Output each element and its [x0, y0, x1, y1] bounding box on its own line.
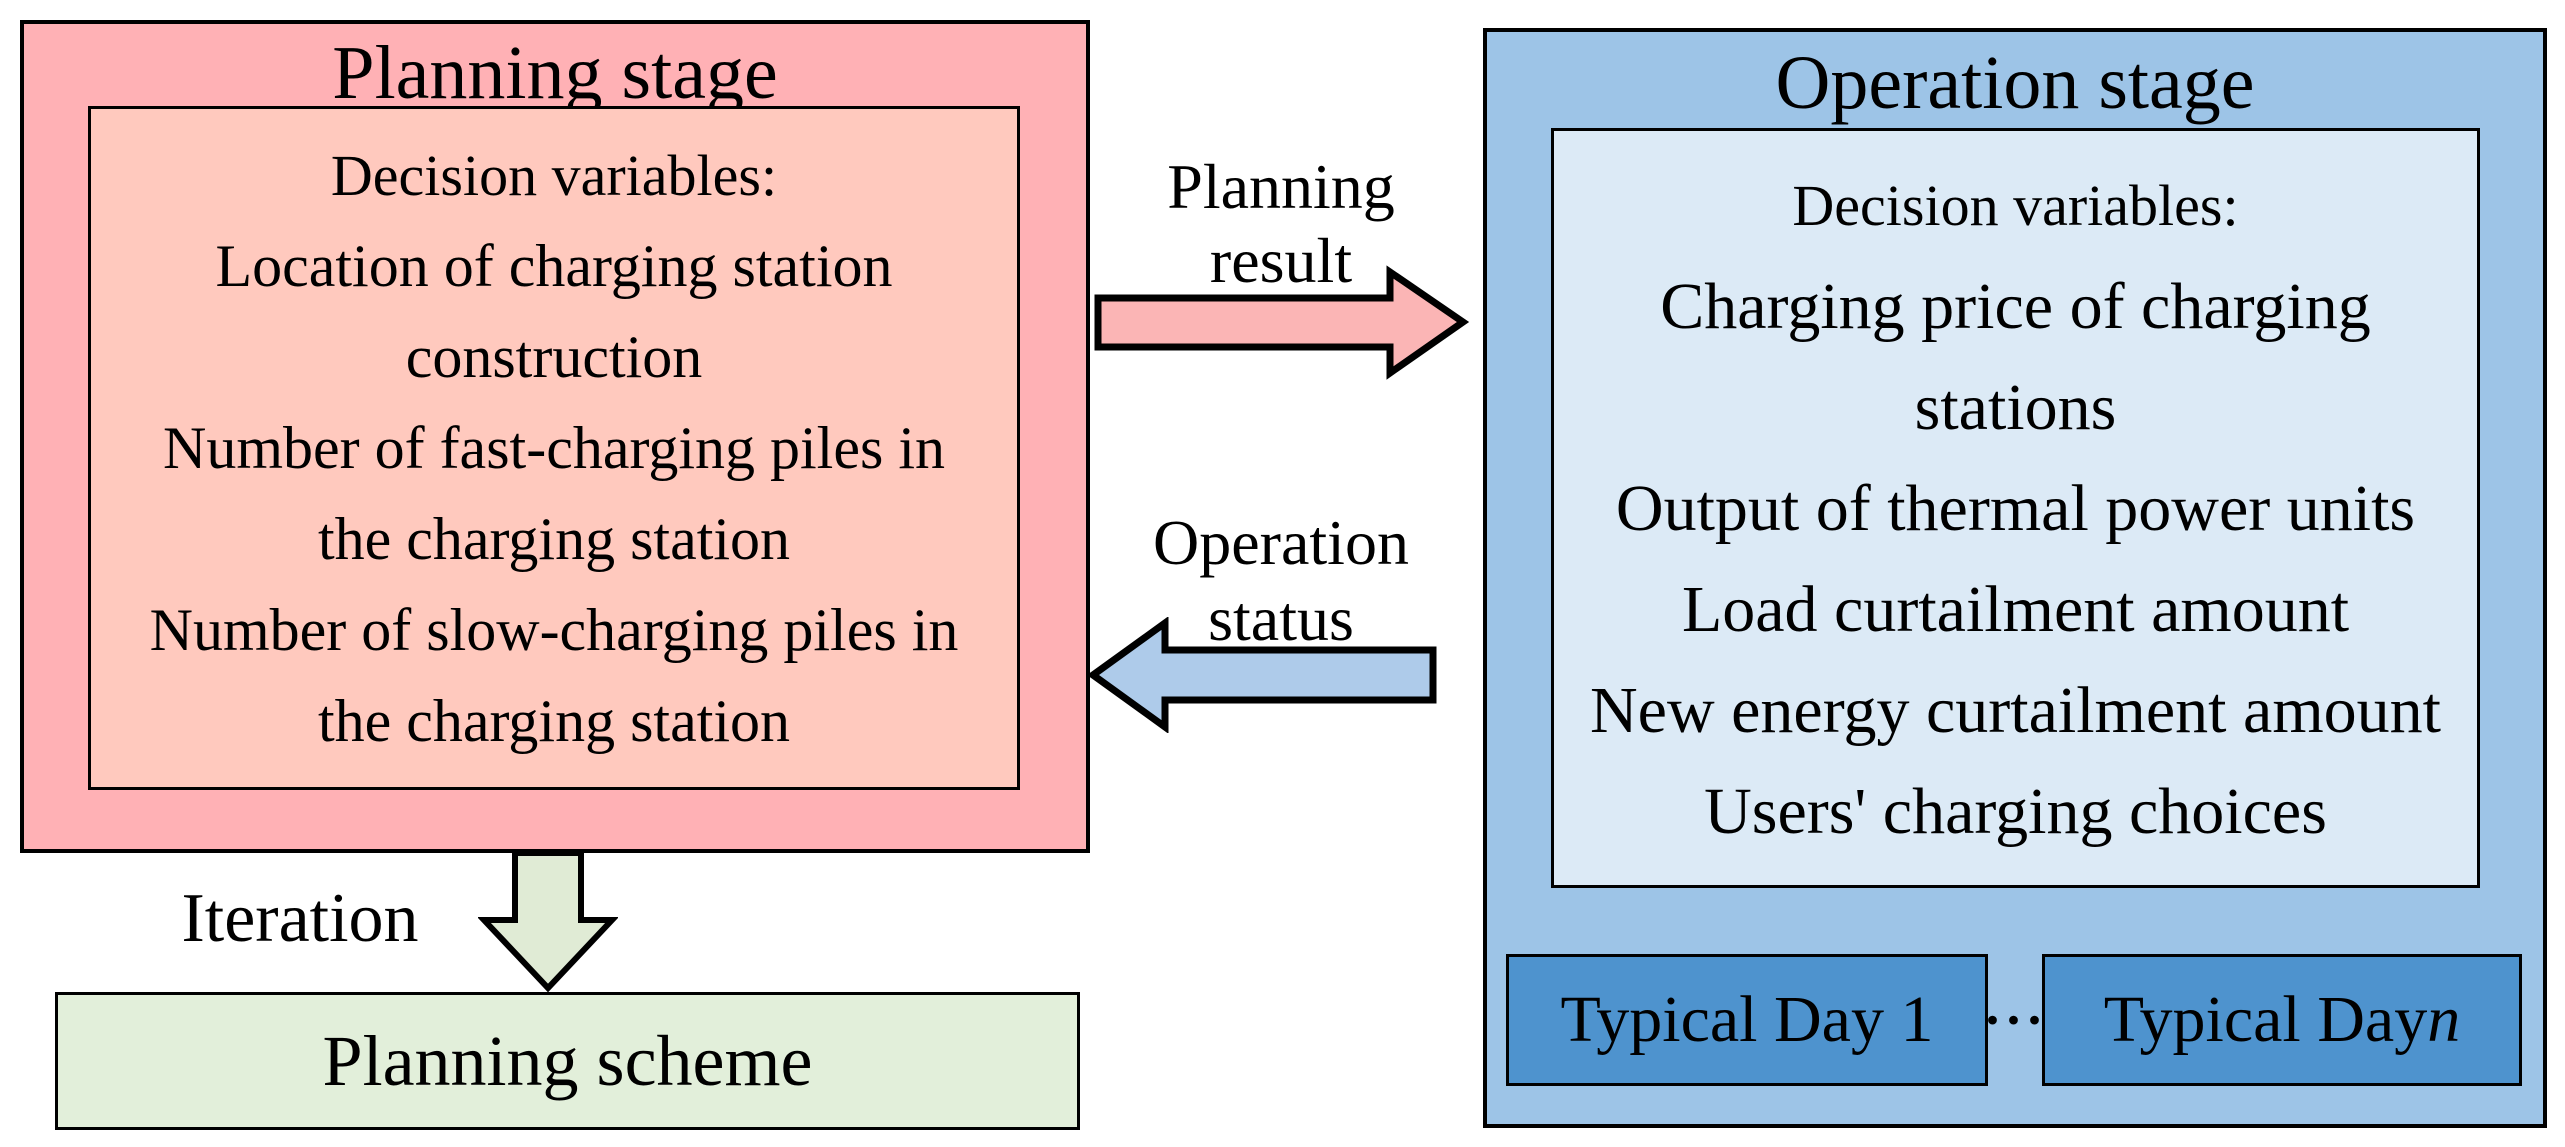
- operation-stage-title: Operation stage: [1775, 41, 2255, 125]
- operation-status-arrow: [1088, 617, 1437, 733]
- planning-result-label-line2: result: [1209, 225, 1353, 296]
- typical-day-1-label: Typical Day 1: [1560, 983, 1934, 1056]
- operation-status-arrow-shape: [1088, 617, 1437, 733]
- typical-day-n-variable: n: [2427, 983, 2461, 1056]
- planning-decision-line: construction: [405, 323, 703, 390]
- planning-result-arrow: [1094, 265, 1470, 380]
- iteration-down-arrow-shape: [478, 850, 618, 993]
- planning-decision-line: Location of charging station: [215, 232, 893, 299]
- operation-decision-line: Decision variables:: [1792, 172, 2239, 238]
- typical-days-ellipsis: ···: [1983, 990, 2047, 1050]
- planning-result-label: Planning result: [1095, 150, 1467, 298]
- operation-status-label: Operation status: [1095, 505, 1467, 657]
- operation-decision-line: Charging price of charging: [1660, 269, 2371, 343]
- operation-decision-line: Load curtailment amount: [1681, 572, 2350, 646]
- planning-decision-panel: Decision variables: Location of charging…: [88, 106, 1020, 790]
- planning-decision-line: Number of slow-charging piles in: [149, 596, 959, 663]
- planning-decision-line: Number of fast-charging piles in: [162, 414, 946, 481]
- operation-decision-line: stations: [1914, 370, 2117, 444]
- planning-result-label-line1: Planning: [1167, 151, 1395, 222]
- operation-decision-line: Users' charging choices: [1704, 774, 2327, 848]
- operation-decision-line: New energy curtailment amount: [1589, 673, 2441, 747]
- planning-decision-line: Decision variables:: [330, 142, 778, 208]
- planning-decision-line: the charging station: [317, 505, 791, 572]
- planning-result-arrow-shape: [1094, 265, 1470, 380]
- operation-decision-panel: Decision variables: Charging price of ch…: [1551, 128, 2480, 888]
- operation-decision-line: Output of thermal power units: [1615, 471, 2416, 545]
- typical-day-n-label: Typical Day: [2103, 983, 2428, 1056]
- typical-day-n-box: Typical Day n: [2042, 954, 2522, 1086]
- iteration-label: Iteration: [181, 880, 419, 957]
- typical-day-1-box: Typical Day 1: [1506, 954, 1988, 1086]
- planning-decision-line: the charging station: [317, 687, 791, 754]
- operation-status-label-line2: status: [1208, 583, 1354, 654]
- planning-scheme-label: Planning scheme: [322, 1020, 813, 1101]
- operation-status-label-line1: Operation: [1153, 507, 1409, 578]
- iteration-down-arrow: [478, 850, 618, 993]
- planning-scheme-box: Planning scheme: [55, 992, 1080, 1130]
- planning-stage-title: Planning stage: [332, 31, 778, 115]
